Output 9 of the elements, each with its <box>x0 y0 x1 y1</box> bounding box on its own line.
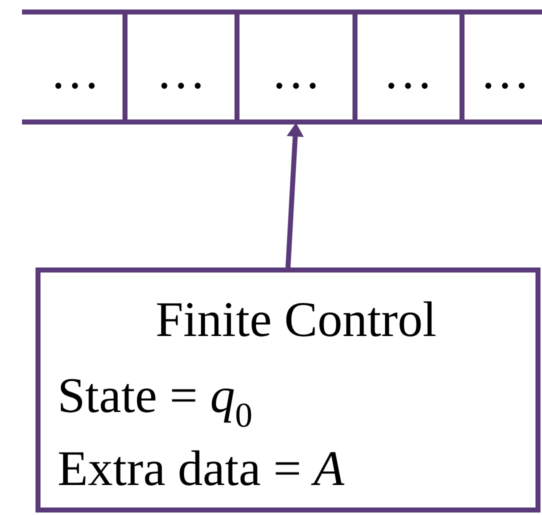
data-label: Extra data = A <box>58 450 344 486</box>
ellipsis: … <box>388 82 428 89</box>
ellipsis: … <box>276 82 316 89</box>
ellipsis: … <box>161 82 201 89</box>
ellipsis: … <box>55 82 95 89</box>
state-label: State = q$_{0}$ <box>60 379 252 427</box>
ellipsis: … <box>485 82 525 89</box>
control-box <box>36 268 540 512</box>
box-title: Finite Control <box>157 301 436 336</box>
